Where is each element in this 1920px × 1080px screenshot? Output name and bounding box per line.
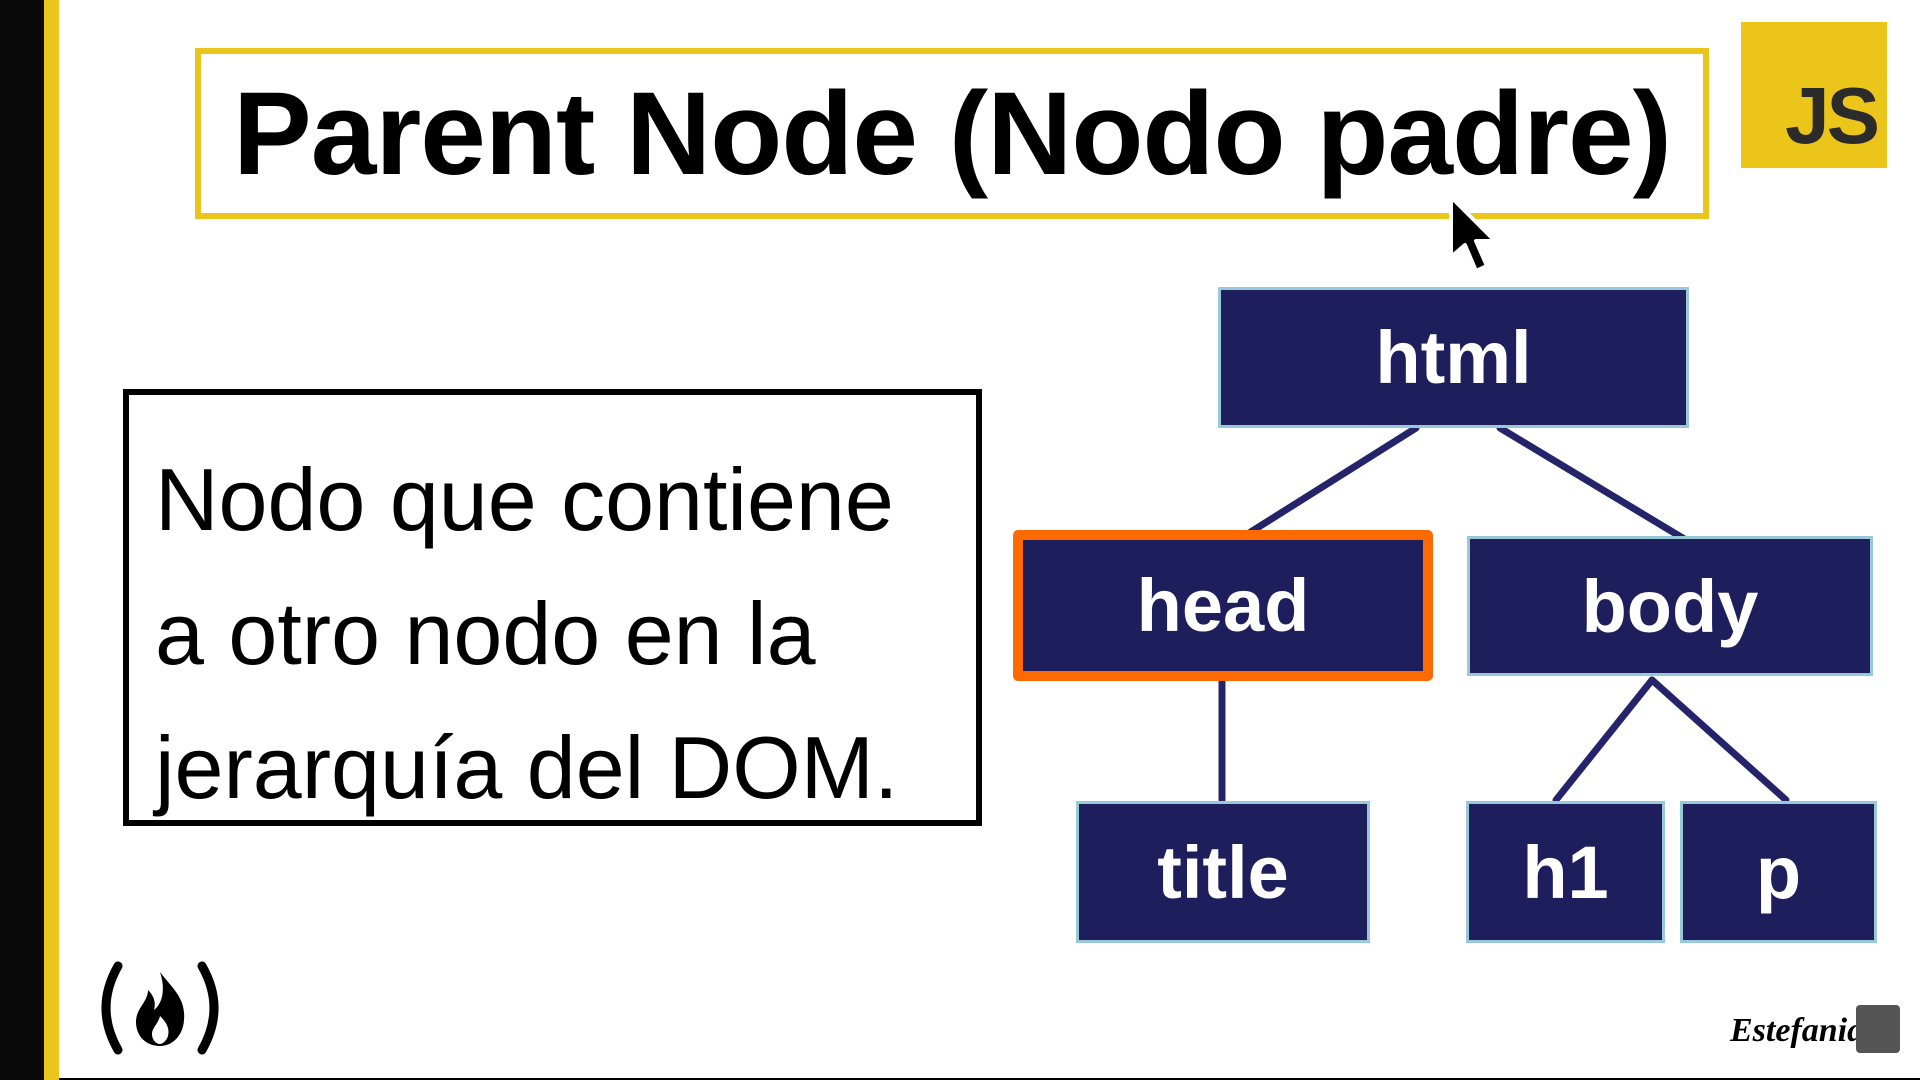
slide-title: Parent Node (Nodo padre) (233, 67, 1672, 200)
tree-node-h1-label: h1 (1522, 830, 1609, 914)
title-box: Parent Node (Nodo padre) (195, 48, 1709, 219)
definition-box: Nodo que contiene a otro nodo en la jera… (123, 389, 982, 826)
edge-body-h1 (1552, 676, 1656, 804)
left-dark-bar (0, 0, 44, 1080)
tree-node-body: body (1467, 536, 1873, 676)
tree-node-html-label: html (1375, 316, 1532, 399)
definition-line-2: a otro nodo en la (155, 584, 816, 683)
javascript-logo-icon: JS (1741, 22, 1887, 168)
edge-body-p (1648, 676, 1790, 804)
tree-node-body-label: body (1581, 564, 1759, 648)
subscribe-icon[interactable] (1856, 1005, 1900, 1053)
freecodecamp-fire-logo-icon (101, 961, 219, 1055)
tree-node-head: head (1013, 530, 1433, 681)
edge-html-body (1496, 424, 1690, 544)
definition-line-1: Nodo que contiene (155, 450, 894, 549)
tree-node-h1: h1 (1466, 801, 1665, 943)
tree-node-title: title (1076, 801, 1370, 943)
tree-node-html: html (1218, 287, 1689, 428)
tree-node-p-label: p (1755, 830, 1802, 914)
tree-node-title-label: title (1157, 830, 1289, 914)
definition-line-3: jerarquía del DOM. (155, 718, 899, 817)
tree-node-p: p (1680, 801, 1877, 943)
tree-node-head-label: head (1136, 564, 1310, 647)
author-signature: Estefania (1730, 1012, 1865, 1049)
left-yellow-accent (44, 0, 59, 1080)
edge-html-head (1234, 424, 1420, 544)
js-logo-text: JS (1785, 71, 1880, 160)
mouse-pointer-icon (1449, 195, 1497, 273)
